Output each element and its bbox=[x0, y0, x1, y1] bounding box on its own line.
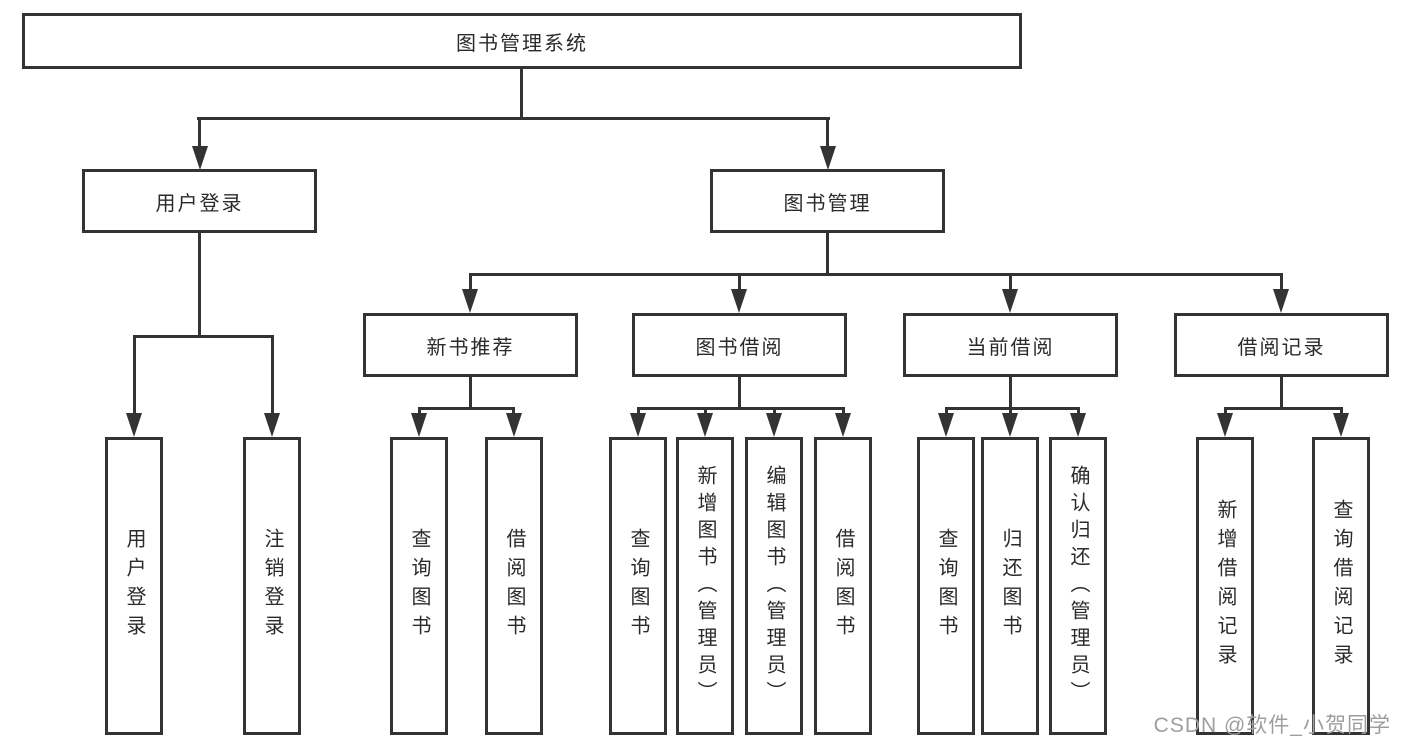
node-user-login: 用户登录 bbox=[82, 169, 317, 233]
arrow-down-icon bbox=[192, 146, 208, 170]
arrow-down-icon bbox=[630, 413, 646, 437]
node-book-management: 图书管理 bbox=[710, 169, 945, 233]
node-current-borrow: 当前借阅 bbox=[903, 313, 1118, 377]
connector-line bbox=[469, 377, 472, 407]
leaf-confirm-return-admin: 确认归还（管理员） bbox=[1049, 437, 1107, 735]
leaf-query-books-borrow: 查询图书 bbox=[609, 437, 667, 735]
arrow-down-icon bbox=[1333, 413, 1349, 437]
leaf-add-books-admin: 新增图书（管理员） bbox=[676, 437, 734, 735]
node-library-system-root: 图书管理系统 bbox=[22, 13, 1022, 69]
connector-line bbox=[1009, 407, 1012, 417]
connector-line bbox=[842, 407, 845, 417]
arrow-down-icon bbox=[264, 413, 280, 437]
connector-line bbox=[133, 335, 136, 415]
leaf-user-login: 用户登录 bbox=[105, 437, 163, 735]
connector-line bbox=[1280, 377, 1283, 407]
connector-line bbox=[1224, 407, 1342, 410]
leaf-borrow-books-recommend: 借阅图书 bbox=[485, 437, 543, 735]
connector-line bbox=[1077, 407, 1080, 417]
connector-line bbox=[469, 273, 472, 291]
connector-line bbox=[1224, 407, 1227, 417]
arrow-down-icon bbox=[1002, 289, 1018, 313]
arrow-down-icon bbox=[1002, 413, 1018, 437]
arrow-down-icon bbox=[835, 413, 851, 437]
arrow-down-icon bbox=[411, 413, 427, 437]
connector-line bbox=[773, 407, 776, 417]
node-book-borrow: 图书借阅 bbox=[632, 313, 847, 377]
connector-line bbox=[826, 117, 829, 149]
arrow-down-icon bbox=[938, 413, 954, 437]
connector-line bbox=[1009, 273, 1012, 291]
connector-line bbox=[738, 273, 741, 291]
connector-line bbox=[520, 68, 523, 117]
arrow-down-icon bbox=[1070, 413, 1086, 437]
leaf-borrow-books: 借阅图书 bbox=[814, 437, 872, 735]
connector-line bbox=[469, 273, 1282, 276]
connector-line bbox=[637, 407, 844, 410]
csdn-watermark: CSDN @软件_小贺同学 bbox=[1153, 714, 1391, 737]
node-borrow-record: 借阅记录 bbox=[1174, 313, 1389, 377]
connector-line bbox=[945, 407, 948, 417]
leaf-query-books-current: 查询图书 bbox=[917, 437, 975, 735]
arrow-down-icon bbox=[506, 413, 522, 437]
connector-line bbox=[418, 407, 421, 417]
connector-line bbox=[197, 117, 830, 120]
leaf-return-books: 归还图书 bbox=[981, 437, 1039, 735]
connector-line bbox=[133, 335, 273, 338]
leaf-logout: 注销登录 bbox=[243, 437, 301, 735]
connector-line bbox=[945, 407, 1079, 410]
arrow-down-icon bbox=[731, 289, 747, 313]
connector-line bbox=[826, 233, 829, 273]
leaf-add-borrow-record: 新增借阅记录 bbox=[1196, 437, 1254, 735]
connector-line bbox=[512, 407, 515, 417]
node-new-book-recommend: 新书推荐 bbox=[363, 313, 578, 377]
connector-line bbox=[1340, 407, 1343, 417]
connector-line bbox=[738, 377, 741, 407]
connector-line bbox=[1009, 377, 1012, 407]
connector-line bbox=[271, 335, 274, 415]
leaf-query-borrow-record: 查询借阅记录 bbox=[1312, 437, 1370, 735]
arrow-down-icon bbox=[126, 413, 142, 437]
arrow-down-icon bbox=[697, 413, 713, 437]
arrow-down-icon bbox=[462, 289, 478, 313]
arrow-down-icon bbox=[766, 413, 782, 437]
connector-line bbox=[704, 407, 707, 417]
connector-line bbox=[1280, 273, 1283, 291]
arrow-down-icon bbox=[1273, 289, 1289, 313]
leaf-edit-books-admin: 编辑图书（管理员） bbox=[745, 437, 803, 735]
connector-line bbox=[418, 407, 515, 410]
connector-line bbox=[198, 117, 201, 149]
connector-line bbox=[637, 407, 640, 417]
arrow-down-icon bbox=[820, 146, 836, 170]
connector-line bbox=[198, 233, 201, 335]
leaf-query-books-recommend: 查询图书 bbox=[390, 437, 448, 735]
arrow-down-icon bbox=[1217, 413, 1233, 437]
